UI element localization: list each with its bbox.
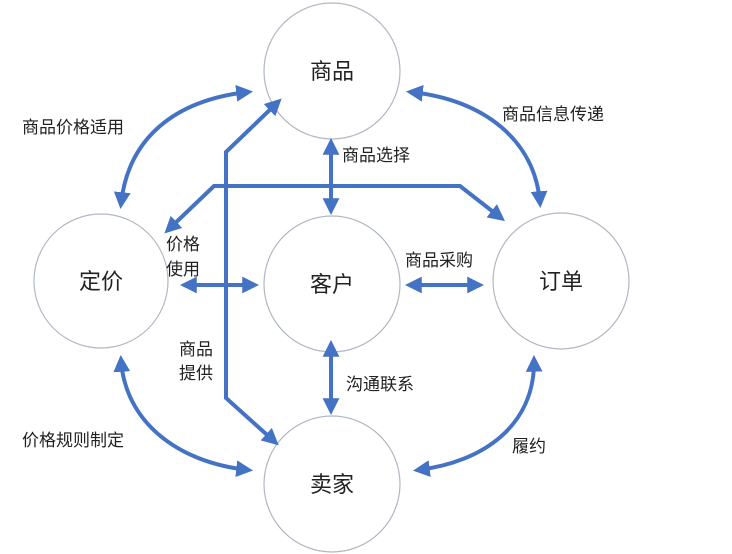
node-customer[interactable]: 客户 bbox=[263, 215, 401, 353]
node-customer-label: 客户 bbox=[310, 273, 354, 298]
label-product-order: 商品信息传递 bbox=[502, 105, 604, 125]
label-price-use-1: 价格 bbox=[166, 235, 200, 255]
arrow-pricing-seller bbox=[113, 354, 254, 478]
node-seller-label: 卖家 bbox=[310, 473, 354, 498]
node-product-label: 商品 bbox=[310, 60, 354, 85]
label-product-supply-2: 提供 bbox=[179, 364, 213, 384]
arrow-product-supply bbox=[224, 98, 282, 446]
label-product-supply-1: 商品 bbox=[179, 340, 213, 360]
node-pricing-label: 定价 bbox=[79, 270, 123, 295]
label-seller-order: 履约 bbox=[512, 437, 546, 457]
label-customer-order: 商品采购 bbox=[405, 251, 473, 271]
node-pricing[interactable]: 定价 bbox=[33, 213, 169, 349]
label-pricing-seller: 价格规则制定 bbox=[22, 431, 124, 451]
label-customer-seller: 沟通联系 bbox=[346, 375, 414, 395]
node-seller[interactable]: 卖家 bbox=[263, 415, 401, 553]
node-order-label: 订单 bbox=[539, 270, 583, 295]
arrow-product-pricing bbox=[113, 84, 254, 210]
node-order[interactable]: 订单 bbox=[492, 212, 630, 350]
arrow-product-order bbox=[405, 84, 548, 209]
arrow-price-use bbox=[164, 184, 505, 234]
label-price-use-2: 使用 bbox=[166, 259, 200, 280]
label-product-pricing: 商品价格适用 bbox=[22, 118, 124, 138]
arrow-seller-order bbox=[412, 354, 543, 477]
node-product[interactable]: 商品 bbox=[263, 2, 401, 140]
label-product-customer: 商品选择 bbox=[342, 146, 410, 166]
